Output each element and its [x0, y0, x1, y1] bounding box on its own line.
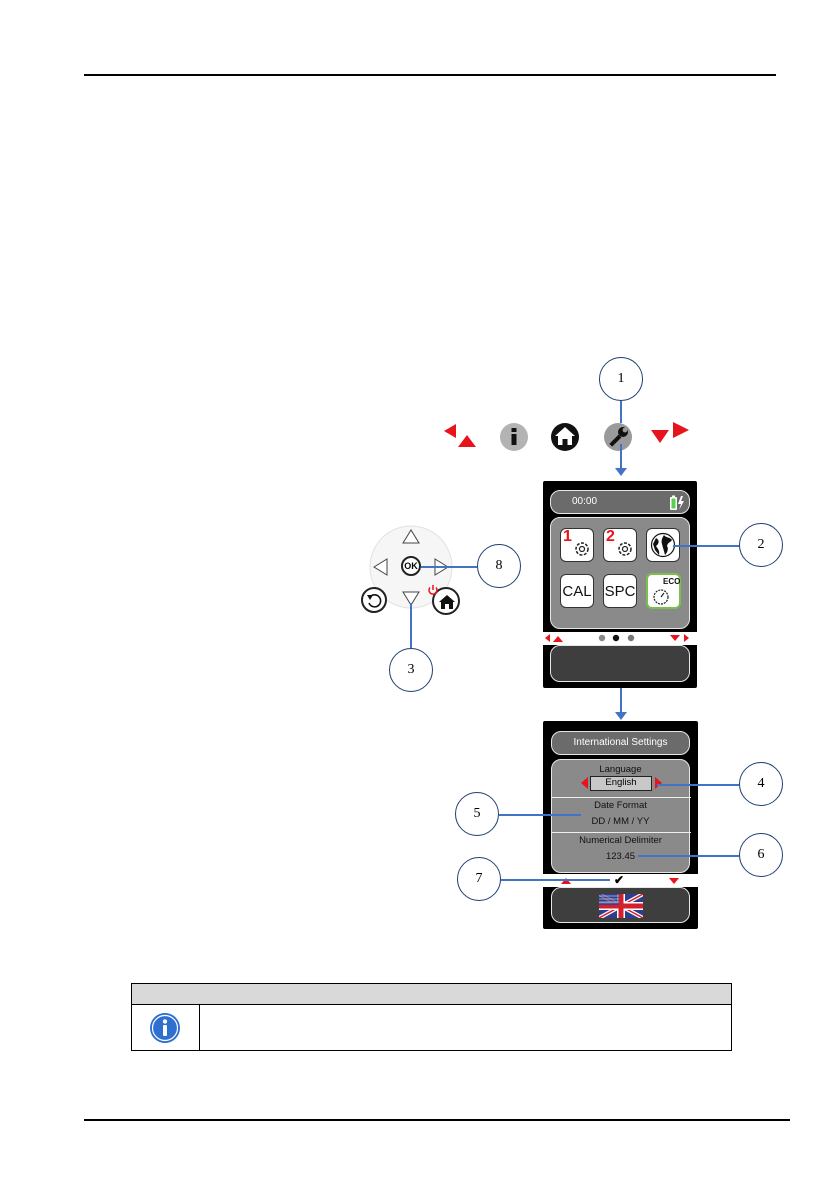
note-header — [132, 984, 731, 1005]
delimiter-label: Numerical Delimiter — [552, 835, 689, 846]
delimiter-value[interactable]: 123.45 — [552, 851, 689, 862]
nav-bar — [543, 632, 697, 645]
header-rule — [84, 74, 776, 76]
cal-tile[interactable]: CAL — [560, 574, 594, 608]
date-format-value[interactable]: DD / MM / YY — [552, 816, 689, 827]
callout-1: 1 — [599, 357, 643, 401]
settings-1-tile[interactable]: 1 — [560, 528, 594, 562]
screen-title: International Settings — [574, 737, 668, 748]
navigation-legend — [440, 420, 700, 456]
eco-tile[interactable]: ECO — [646, 573, 681, 609]
callout-3: 3 — [389, 648, 433, 692]
callout-2: 2 — [739, 523, 783, 567]
language-next-arrow[interactable] — [655, 777, 662, 789]
language-prev-arrow[interactable] — [581, 777, 588, 789]
nav-bar: ✔ — [543, 874, 698, 887]
callout-5-line — [499, 814, 581, 816]
callout-7-line — [501, 879, 610, 881]
connector-line-mid — [620, 688, 622, 714]
status-bar: 00:00 — [550, 490, 690, 514]
wrench-icon — [604, 423, 632, 451]
callout-1-line — [620, 401, 622, 423]
gear-icon — [572, 539, 592, 559]
back-button[interactable] — [361, 587, 387, 613]
settings-2-tile[interactable]: 2 — [603, 528, 637, 562]
note-text — [200, 1005, 731, 1050]
callout-8-line — [421, 566, 477, 568]
battery-icon — [669, 494, 685, 516]
message-bar — [550, 645, 690, 682]
arrow-down-right-icon — [651, 422, 689, 443]
divider — [552, 832, 691, 833]
timer-icon — [651, 586, 671, 606]
main-menu-screen: 00:00 1 2 — [543, 481, 697, 688]
info-icon — [149, 1012, 181, 1044]
screen-title-bar: International Settings — [551, 731, 690, 755]
callout-2-line — [673, 545, 739, 547]
callout-6-line — [638, 855, 739, 857]
divider — [552, 797, 691, 798]
undo-icon — [363, 589, 385, 611]
callout-8: 8 — [477, 544, 521, 588]
clock-text: 00:00 — [572, 496, 597, 507]
menu-panel: 1 2 CAL SPC ECO — [550, 517, 690, 629]
callout-3-line — [410, 603, 412, 648]
callout-5: 5 — [455, 792, 499, 836]
footer-rule — [84, 1119, 790, 1121]
power-icon — [427, 583, 439, 595]
language-selector[interactable]: English — [590, 776, 652, 791]
ok-button[interactable]: OK — [401, 556, 421, 576]
confirm-icon[interactable]: ✔ — [614, 873, 624, 887]
callout-6: 6 — [739, 833, 783, 877]
info-icon — [500, 423, 528, 451]
flag-icon — [599, 894, 643, 918]
spc-tile[interactable]: SPC — [603, 574, 637, 608]
callout-7: 7 — [457, 857, 501, 901]
note-icon-cell — [132, 1005, 200, 1050]
connector-arrow-mid — [615, 712, 627, 720]
flag-bar — [551, 887, 690, 923]
callout-4-line — [657, 784, 739, 786]
connector-arrow-top — [615, 468, 627, 476]
language-label: Language — [552, 764, 689, 775]
home-icon — [551, 423, 579, 451]
note-table — [131, 983, 732, 1051]
callout-4: 4 — [739, 762, 783, 806]
date-format-label: Date Format — [552, 800, 689, 811]
international-settings-screen: International Settings Language English … — [543, 721, 698, 929]
arrow-left-up-icon — [444, 424, 476, 447]
gear-icon — [615, 539, 635, 559]
